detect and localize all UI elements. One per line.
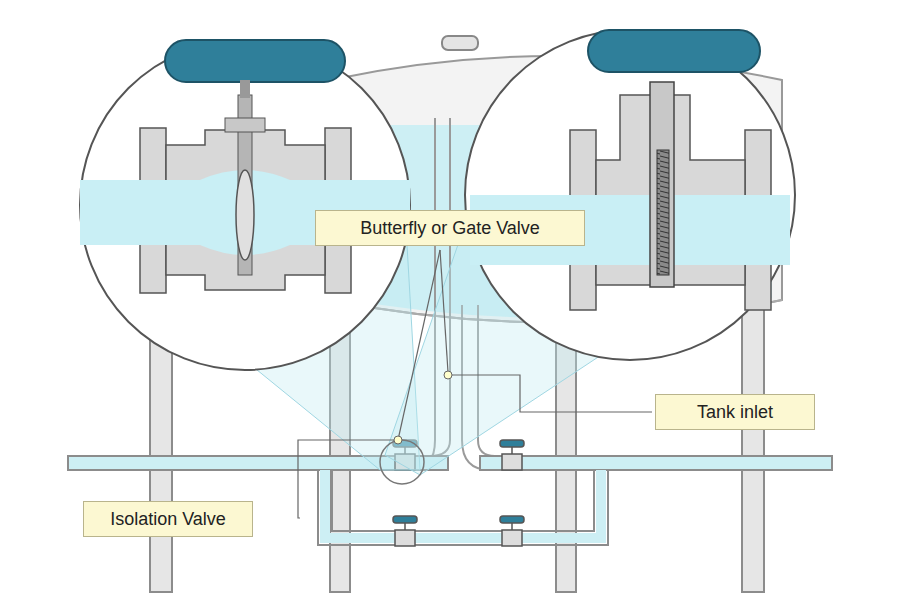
- pipes: [68, 456, 832, 545]
- callout-box: Tank inlet: [655, 394, 815, 430]
- callout-dot: [444, 371, 452, 379]
- leader-lines: [298, 250, 652, 518]
- gate-valve-detail: [465, 30, 795, 360]
- callout-box: Butterfly or Gate Valve: [315, 210, 585, 246]
- callout-box: Isolation Valve: [83, 501, 253, 537]
- butterfly-valve-detail: [80, 40, 410, 370]
- callout-label: Butterfly or Gate Valve: [360, 218, 540, 239]
- zoom-circle: [380, 440, 424, 484]
- callout-label: Tank inlet: [697, 402, 773, 423]
- callout-label: Isolation Valve: [110, 509, 226, 530]
- callout-dot: [394, 436, 402, 444]
